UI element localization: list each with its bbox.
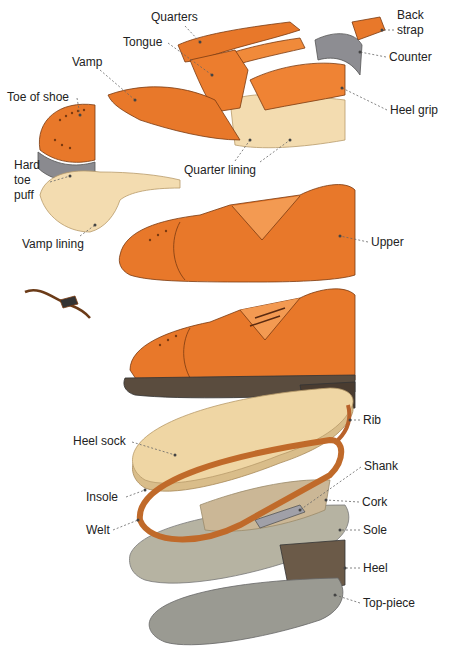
part-label: Heel grip [390,103,438,118]
part-label: Welt [86,523,110,538]
part-label: Upper [371,235,404,250]
part-label: Top-piece [363,596,415,611]
toe-cap [39,104,95,162]
toe-seam [174,222,185,280]
part-label: Insole [86,490,118,505]
vamp-piece [108,87,240,140]
part-label: Tongue [123,35,162,50]
part-label: Quarter lining [184,163,256,178]
eyelet-facing [232,196,300,240]
part-label: Rib [363,413,381,428]
part-label: Heel [363,561,388,576]
part-label: Hard toe puff [14,158,50,203]
top-piece [149,578,343,645]
part-label: Vamp lining [22,237,84,252]
eyelet-facing [240,298,300,340]
toe-seam [184,328,195,385]
shoelace-knot [60,296,78,308]
leader-lines [50,26,394,603]
heel-sock [132,388,353,483]
part-label: Cork [362,495,387,510]
upper [119,185,355,282]
brogue-holes [54,109,177,346]
leader-dots [69,29,384,597]
part-label: Vamp [72,55,102,70]
assembled-shoe [130,289,355,386]
rib [338,405,349,440]
part-label: Counter [389,50,432,65]
part-label: Quarters [151,10,198,25]
part-label: Toe of shoe [7,90,69,105]
shoelace [25,290,90,318]
heel-grip-piece [250,63,345,110]
welt [140,440,341,539]
part-label: Sole [363,523,387,538]
shank [255,505,305,528]
part-label: Back strap [397,8,437,38]
part-label: Heel sock [73,434,126,449]
part-label: Shank [364,459,398,474]
back-strap-piece [352,17,385,40]
laces [250,308,285,326]
